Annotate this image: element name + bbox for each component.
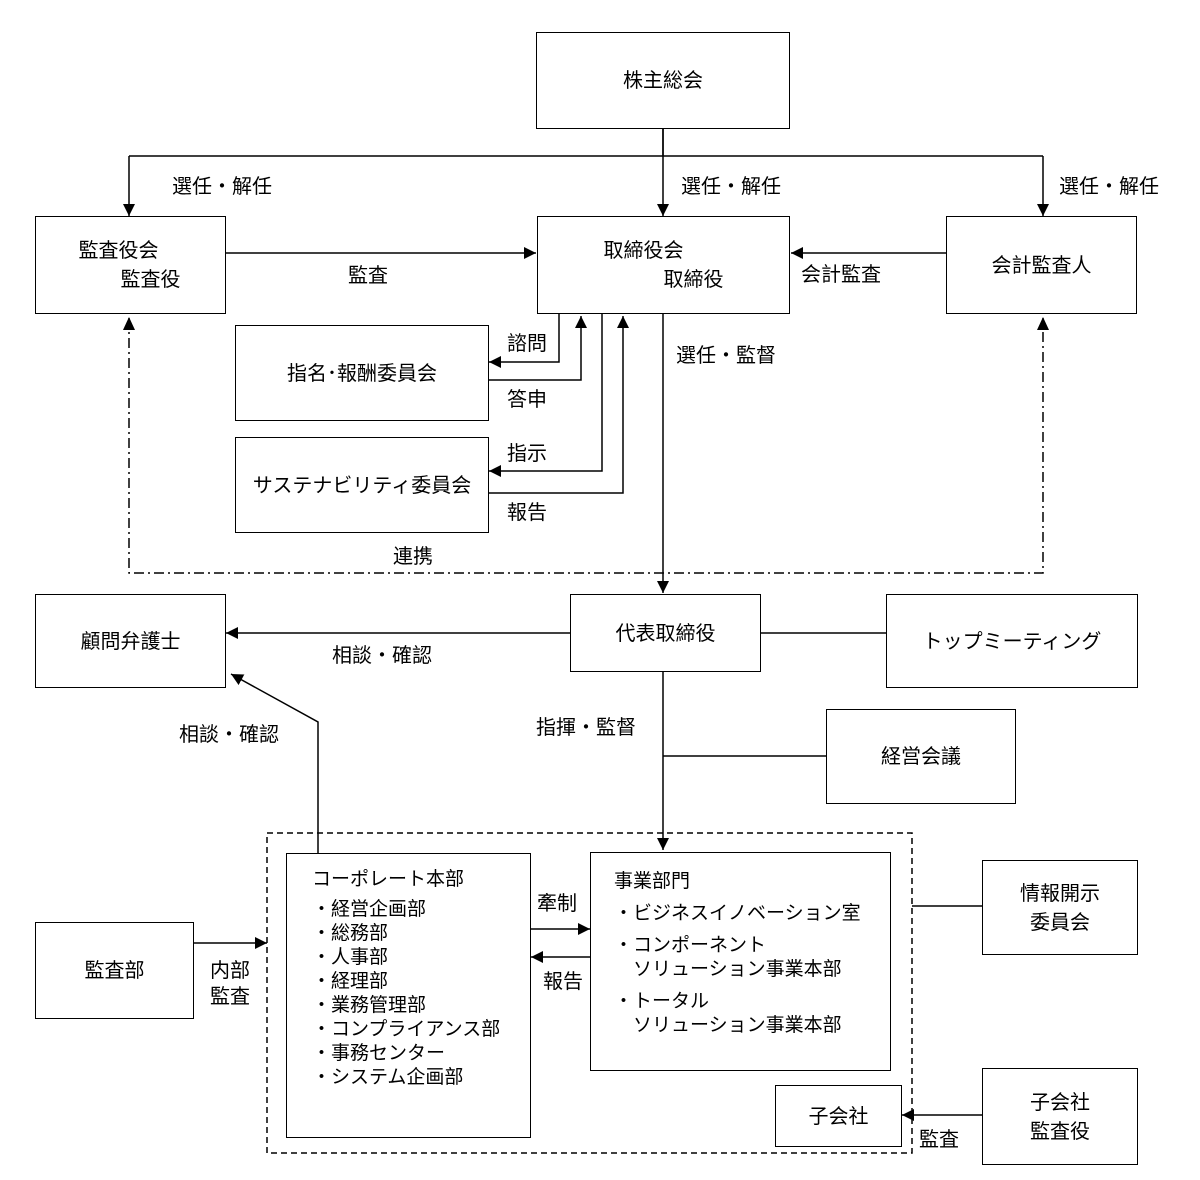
instruct-label: 指示 (507, 441, 547, 465)
business-unit-item: ・ビジネスイノベーション室 (614, 902, 861, 924)
corporate-hq-title: コーポレート本部 (312, 868, 465, 890)
audit-label: 監査 (348, 263, 388, 287)
business-unit-item: ソリューション事業本部 (614, 958, 842, 980)
board-label: 取締役会 (603, 238, 684, 262)
audit-department-label: 監査部 (84, 958, 145, 982)
sustainability-committee-label: サステナビリティ委員会 (252, 472, 472, 497)
report-arrow (489, 316, 629, 494)
business-division-title: 事業部門 (614, 870, 691, 892)
consult-label: 諮問 (507, 331, 547, 355)
elect-dismiss-label-left: 選任・解任 (172, 174, 272, 198)
management-meeting-label: 経営会議 (881, 744, 961, 768)
accounting-audit-label: 会計監査 (801, 262, 881, 286)
representative-director-box: 代表取締役 (570, 594, 761, 672)
legal-counsel-box: 顧問弁護士 (35, 594, 226, 688)
board-of-directors-box: 取締役会 取締役 (537, 216, 790, 314)
subsidiary-auditor-line2: 監査役 (1030, 1118, 1090, 1143)
cooperation-arrowhead-left (123, 317, 135, 330)
director-label: 取締役 (663, 267, 724, 291)
disclosure-committee-line2: 委員会 (1030, 909, 1090, 934)
accounting-auditor-label: 会計監査人 (991, 252, 1092, 277)
legal-counsel-label: 顧問弁護士 (80, 628, 181, 653)
instruct-arrow (489, 314, 603, 477)
cooperation-arrowhead-right (1037, 317, 1049, 330)
business-unit-item: ・トータル (614, 990, 710, 1012)
management-meeting-box: 経営会議 (826, 709, 1016, 804)
subsidiary-label: 子会社 (808, 1103, 869, 1128)
disclosure-committee-line1: 情報開示 (1020, 880, 1100, 905)
answer-label: 答申 (507, 387, 547, 411)
business-unit-item: ・コンポーネント (614, 934, 767, 956)
sustainability-committee-box: サステナビリティ委員会 (235, 437, 489, 533)
corporate-dept-item: ・システム企画部 (312, 1066, 464, 1088)
top-meeting-box: トップミーティング (886, 594, 1138, 688)
command-supervise-label: 指揮・監督 (536, 715, 636, 739)
business-unit-item: ソリューション事業本部 (614, 1014, 842, 1036)
corporate-dept-item: ・事務センター (312, 1042, 446, 1064)
internal-audit-label-1: 内部 (210, 958, 250, 982)
business-division-list: 事業部門 ・ビジネスイノベーション室 ・コンポーネント ソリューション事業本部 … (614, 869, 861, 1037)
answer-arrow (489, 316, 587, 381)
audit-board-label: 監査役会 (78, 238, 159, 262)
organization-group-border (266, 832, 913, 1154)
corporate-dept-item: ・人事部 (312, 946, 389, 968)
corporate-dept-item: ・コンプライアンス部 (312, 1018, 501, 1040)
corporate-hq-box (286, 853, 531, 1138)
cooperation-line (128, 318, 1044, 574)
elect-dismiss-label-right: 選任・解任 (1059, 174, 1159, 198)
corporate-dept-item: ・経理部 (312, 970, 389, 992)
shareholders-meeting-label: 株主総会 (623, 68, 703, 92)
disclosure-committee-box: 情報開示 委員会 (982, 860, 1138, 955)
shareholders-meeting-box: 株主総会 (536, 32, 790, 129)
consult-confirm-label-2: 相談・確認 (179, 722, 279, 746)
subsidiary-box: 子会社 (775, 1085, 902, 1147)
consult-arrow (489, 314, 560, 368)
elect-dismiss-label-center: 選任・解任 (681, 174, 781, 198)
corporate-consult-arrow (230, 673, 319, 853)
subsidiary-auditor-line1: 子会社 (1030, 1089, 1090, 1114)
corporate-dept-item: ・総務部 (312, 922, 389, 944)
report-label: 報告 (507, 500, 547, 524)
nomination-committee-box: 指名･報酬委員会 (235, 325, 489, 421)
audit-department-box: 監査部 (35, 922, 194, 1019)
corporate-dept-item: ・業務管理部 (312, 994, 427, 1016)
audit-board-box: 監査役会 監査役 (35, 216, 226, 314)
top-meeting-label: トップミーティング (922, 628, 1102, 653)
corporate-hq-list: コーポレート本部 ・経営企画部 ・総務部 ・人事部 ・経理部 ・業務管理部 ・コ… (312, 867, 500, 1089)
auditor-label: 監査役 (120, 267, 181, 291)
consult-confirm-label: 相談・確認 (332, 643, 432, 667)
subsidiary-audit-label: 監査 (919, 1127, 959, 1151)
nomination-committee-label: 指名･報酬委員会 (287, 360, 437, 385)
cooperation-label: 連携 (393, 544, 433, 568)
elect-supervise-label: 選任・監督 (676, 343, 776, 367)
corporate-dept-item: ・経営企画部 (312, 898, 427, 920)
representative-director-label: 代表取締役 (615, 620, 716, 645)
checks-label: 牽制 (537, 891, 577, 915)
internal-audit-label-2: 監査 (210, 984, 250, 1008)
subsidiary-auditor-box: 子会社 監査役 (982, 1068, 1138, 1165)
report-back-label: 報告 (543, 969, 583, 993)
accounting-auditor-box: 会計監査人 (946, 216, 1137, 314)
business-division-box (590, 852, 891, 1071)
